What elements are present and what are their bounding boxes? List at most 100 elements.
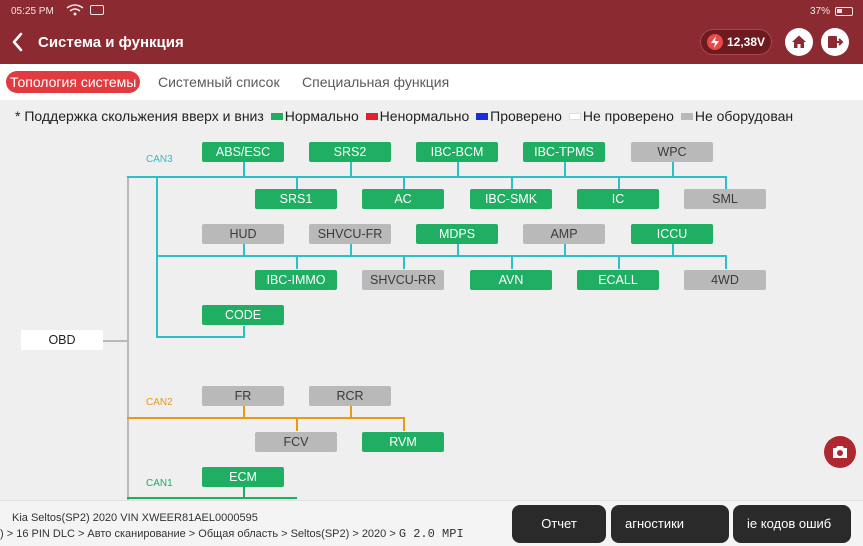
camera-icon xyxy=(833,446,847,458)
breadcrumb: ) > 16 PIN DLC > Авто сканирование > Общ… xyxy=(0,527,505,541)
can3-stub-line xyxy=(725,255,727,269)
module-ibc-smk[interactable]: IBC-SMK xyxy=(470,189,552,209)
can2-bus-line xyxy=(127,417,404,419)
can3-stub-line xyxy=(511,176,513,190)
can3-stub-line xyxy=(618,255,620,269)
can3-bus-line xyxy=(156,336,244,338)
can3-stub-line xyxy=(457,160,459,178)
can3-stub-line xyxy=(672,160,674,178)
can3-stub-line xyxy=(403,255,405,269)
legend-item-normal: Нормально xyxy=(270,108,359,124)
can3-bus-line xyxy=(127,176,727,178)
module-ecm[interactable]: ECM xyxy=(202,467,284,487)
module-srs1[interactable]: SRS1 xyxy=(255,189,337,209)
can3-stub-line xyxy=(564,160,566,178)
topology-diagram: CAN3 CAN2 CAN1 OBD ABS/ESC SRS2 IBC-BCM … xyxy=(0,130,863,500)
battery-percent: 37% xyxy=(809,6,830,17)
can3-stub-line xyxy=(243,160,245,178)
can3-stub-line xyxy=(457,240,459,256)
module-code[interactable]: CODE xyxy=(202,305,284,325)
module-hud[interactable]: HUD xyxy=(202,224,284,244)
can3-stub-line xyxy=(296,255,298,269)
can3-label: CAN3 xyxy=(146,154,173,165)
can2-stub-line xyxy=(243,404,245,418)
module-shvcu-rr[interactable]: SHVCU-RR xyxy=(362,270,444,290)
can1-bus-line xyxy=(127,497,297,499)
module-ic[interactable]: IC xyxy=(577,189,659,209)
footer-bar: Kia Seltos(SP2) 2020 VIN XWEER81AEL00005… xyxy=(0,500,863,546)
can3-drop-line xyxy=(156,176,158,338)
module-amp[interactable]: AMP xyxy=(523,224,605,244)
clear-codes-button[interactable]: ie кодов ошиб xyxy=(733,505,851,543)
module-sml[interactable]: SML xyxy=(684,189,766,209)
can3-stub-line xyxy=(511,255,513,269)
obd-link-line xyxy=(103,340,127,342)
module-abs-esc[interactable]: ABS/ESC xyxy=(202,142,284,162)
can3-stub-line xyxy=(350,240,352,256)
obd-trunk-line xyxy=(127,176,129,500)
wifi-icon xyxy=(66,4,84,16)
can3-stub-line xyxy=(564,240,566,256)
page-title: Система и функция xyxy=(38,34,184,51)
report-button[interactable]: Отчет xyxy=(512,505,606,543)
legend-swatch xyxy=(365,112,378,120)
legend-swatch xyxy=(568,112,581,120)
engine-label: G 2.0 MPI xyxy=(398,527,464,541)
module-iccu[interactable]: ICCU xyxy=(631,224,713,244)
legend-item-unchecked: Не проверено xyxy=(568,108,674,124)
message-icon xyxy=(90,5,104,15)
voltage-value: 12,38V xyxy=(727,35,766,49)
can1-stub-line xyxy=(243,486,245,498)
module-ibc-bcm[interactable]: IBC-BCM xyxy=(416,142,498,162)
legend-item-abnormal: Ненормально xyxy=(365,108,469,124)
module-shvcu-fr[interactable]: SHVCU-FR xyxy=(309,224,391,244)
can3-stub-line xyxy=(243,326,245,338)
breadcrumb-path: ) > 16 PIN DLC > Авто сканирование > Общ… xyxy=(0,528,399,540)
diagnostics-button[interactable]: агностики xyxy=(611,505,729,543)
module-ibc-immo[interactable]: IBC-IMMO xyxy=(255,270,337,290)
module-fcv[interactable]: FCV xyxy=(255,432,337,452)
legend-item-not-equipped: Не оборудован xyxy=(680,108,793,124)
module-avn[interactable]: AVN xyxy=(470,270,552,290)
legend-swatch xyxy=(270,112,283,120)
module-rvm[interactable]: RVM xyxy=(362,432,444,452)
exit-icon xyxy=(828,36,844,48)
module-ac[interactable]: AC xyxy=(362,189,444,209)
legend-swatch xyxy=(680,112,693,120)
can3-stub-line xyxy=(618,176,620,190)
module-wpc[interactable]: WPC xyxy=(631,142,713,162)
can2-stub-line xyxy=(403,417,405,431)
header-bar: 05:25 PM 37% Система и функция 12,38V xyxy=(0,0,863,64)
can3-stub-line xyxy=(725,176,727,190)
home-button[interactable] xyxy=(785,28,813,56)
can3-stub-line xyxy=(672,240,674,256)
tab-topology[interactable]: Топология системы xyxy=(6,71,141,93)
module-mdps[interactable]: MDPS xyxy=(416,224,498,244)
exit-button[interactable] xyxy=(821,28,849,56)
back-arrow-icon[interactable] xyxy=(8,30,28,54)
module-ibc-tpms[interactable]: IBC-TPMS xyxy=(523,142,605,162)
can3-stub-line xyxy=(296,176,298,190)
module-fr[interactable]: FR xyxy=(202,386,284,406)
screenshot-button[interactable] xyxy=(824,436,856,468)
can3-bus-line xyxy=(156,255,727,257)
obd-node[interactable]: OBD xyxy=(21,330,103,350)
tab-bar: Топология системы Системный список Специ… xyxy=(0,64,863,100)
home-icon xyxy=(792,35,806,48)
module-rcr[interactable]: RCR xyxy=(309,386,391,406)
legend: * Поддержка скольжения вверх и вниз Норм… xyxy=(15,108,793,124)
status-time: 05:25 PM xyxy=(11,6,54,17)
can1-label: CAN1 xyxy=(146,478,173,489)
legend-item-checked: Проверено xyxy=(476,108,562,124)
legend-swatch xyxy=(476,112,489,120)
module-4wd[interactable]: 4WD xyxy=(684,270,766,290)
bolt-icon xyxy=(707,34,723,50)
legend-hint: * Поддержка скольжения вверх и вниз xyxy=(15,108,264,124)
module-srs2[interactable]: SRS2 xyxy=(309,142,391,162)
tab-system-list[interactable]: Системный список xyxy=(158,74,280,90)
voltage-badge: 12,38V xyxy=(700,29,772,55)
tab-special-function[interactable]: Специальная функция xyxy=(302,74,450,90)
can3-stub-line xyxy=(350,160,352,178)
module-ecall[interactable]: ECALL xyxy=(577,270,659,290)
